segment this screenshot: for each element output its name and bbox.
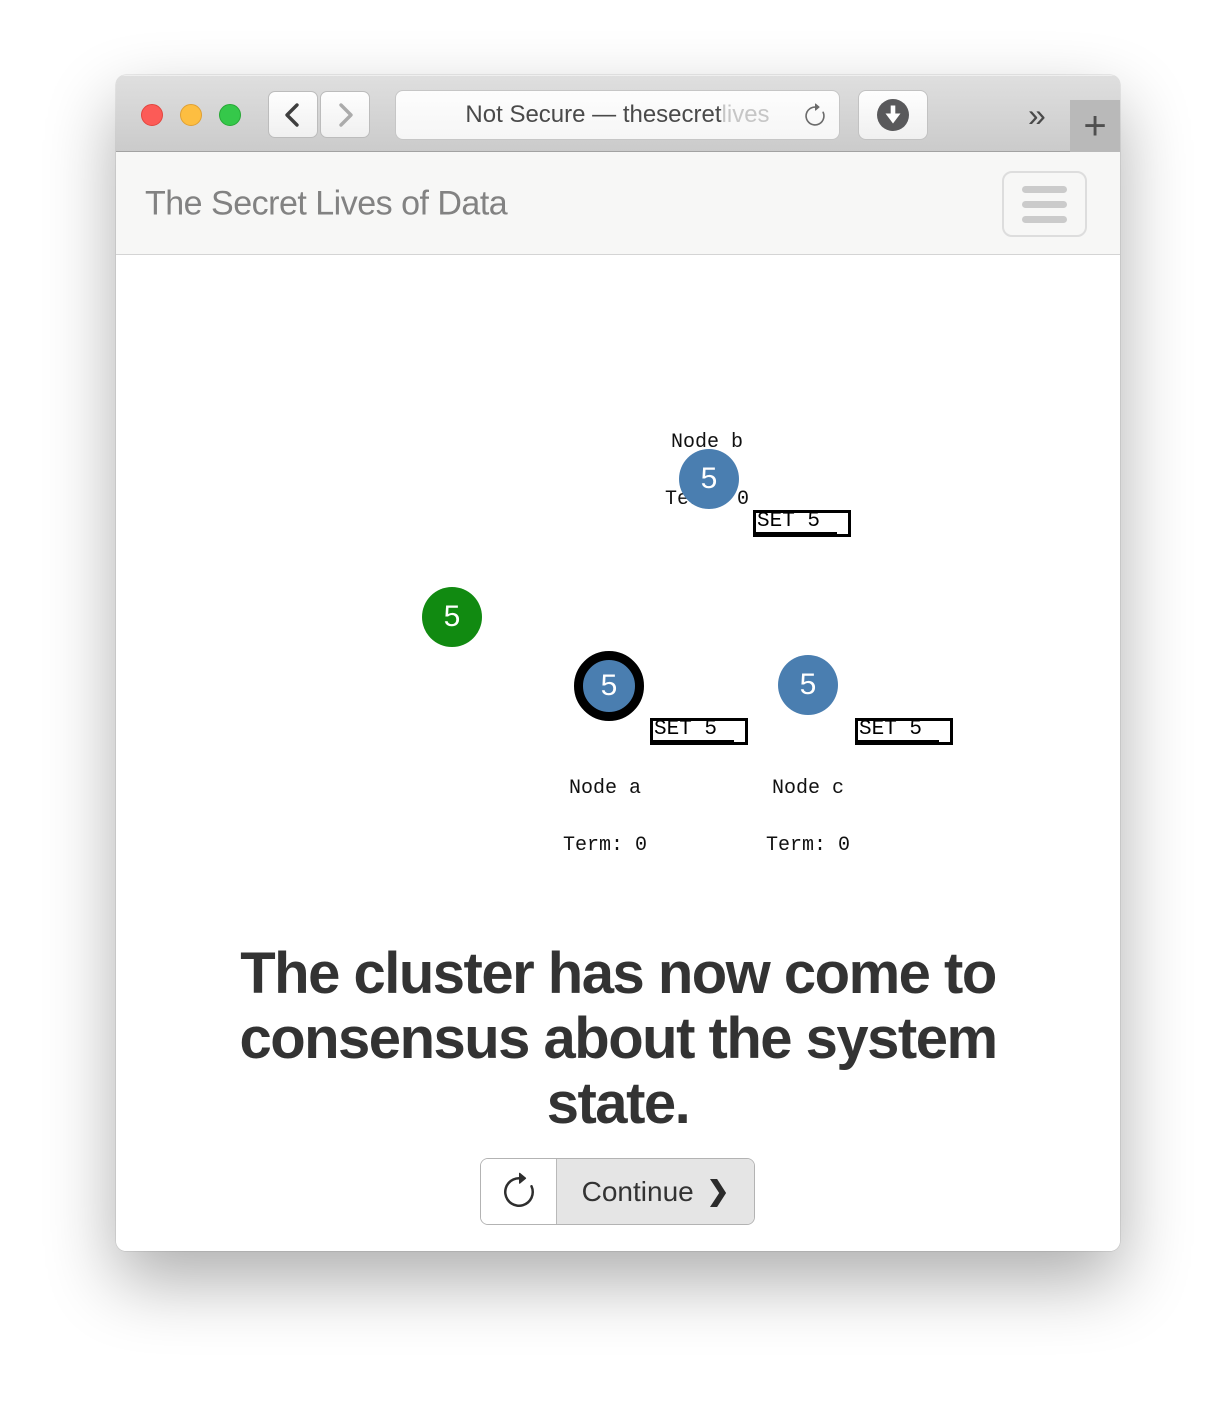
continue-button[interactable]: Continue ❯ bbox=[557, 1159, 754, 1224]
node-a-label: Node a Term: 0 bbox=[562, 777, 647, 857]
url-text-truncated: lives bbox=[721, 101, 770, 128]
caption-line: consensus about the system bbox=[239, 1006, 998, 1071]
message-box-node-b: SET 5 bbox=[753, 510, 851, 537]
client-node[interactable]: 5 bbox=[422, 587, 482, 647]
browser-back-button[interactable] bbox=[268, 91, 318, 138]
caption-line: state. bbox=[546, 1071, 691, 1136]
node-c[interactable]: 5 bbox=[778, 655, 838, 715]
client-value: 5 bbox=[443, 600, 461, 633]
window-close-button[interactable] bbox=[141, 104, 163, 126]
node-a-leader[interactable]: 5 bbox=[574, 651, 644, 721]
browser-forward-button[interactable] bbox=[320, 91, 370, 138]
traffic-lights bbox=[141, 104, 241, 126]
restart-icon bbox=[503, 1172, 534, 1207]
caption: The cluster has now come to consensus ab… bbox=[116, 941, 1120, 1136]
node-b-value: 5 bbox=[700, 462, 718, 495]
menu-button[interactable] bbox=[1002, 171, 1087, 237]
message-box-node-c: SET 5 bbox=[855, 718, 953, 745]
chevron-right-icon bbox=[339, 102, 353, 127]
restart-button[interactable] bbox=[481, 1159, 557, 1224]
url-text: Not Secure — thesecretlives bbox=[465, 101, 770, 128]
download-icon bbox=[877, 99, 909, 131]
node-b[interactable]: 5 bbox=[679, 449, 739, 509]
window-zoom-button[interactable] bbox=[219, 104, 241, 126]
playback-controls: Continue ❯ bbox=[480, 1158, 755, 1225]
new-tab-button[interactable]: + bbox=[1070, 100, 1120, 152]
hamburger-icon bbox=[1022, 185, 1067, 193]
plus-icon: + bbox=[1083, 104, 1107, 148]
continue-label: Continue bbox=[581, 1175, 694, 1207]
chevron-right-icon: ❯ bbox=[706, 1176, 730, 1206]
reload-icon bbox=[805, 103, 825, 126]
site-title: The Secret Lives of Data bbox=[145, 184, 508, 223]
visualization-area: Node b Term: 0 5 SET 5 5 5 SET 5 Node a bbox=[116, 255, 1120, 1251]
node-a-value: 5 bbox=[600, 669, 618, 702]
page-reload-button[interactable] bbox=[802, 103, 828, 136]
node-c-value: 5 bbox=[799, 668, 817, 701]
address-bar[interactable]: Not Secure — thesecretlives bbox=[395, 90, 840, 140]
site-header: The Secret Lives of Data bbox=[116, 152, 1120, 255]
window-minimize-button[interactable] bbox=[180, 104, 202, 126]
downloads-button[interactable] bbox=[858, 90, 928, 140]
toolbar-overflow-button[interactable]: » bbox=[1028, 97, 1046, 133]
browser-titlebar[interactable]: Not Secure — thesecretlives » + bbox=[116, 75, 1120, 152]
chevron-left-icon bbox=[285, 102, 299, 127]
browser-window: Not Secure — thesecretlives » + The Secr… bbox=[116, 75, 1120, 1251]
message-box-node-a: SET 5 bbox=[650, 718, 748, 745]
caption-line: The cluster has now come to bbox=[240, 941, 997, 1006]
node-c-label: Node c Term: 0 bbox=[765, 777, 850, 857]
